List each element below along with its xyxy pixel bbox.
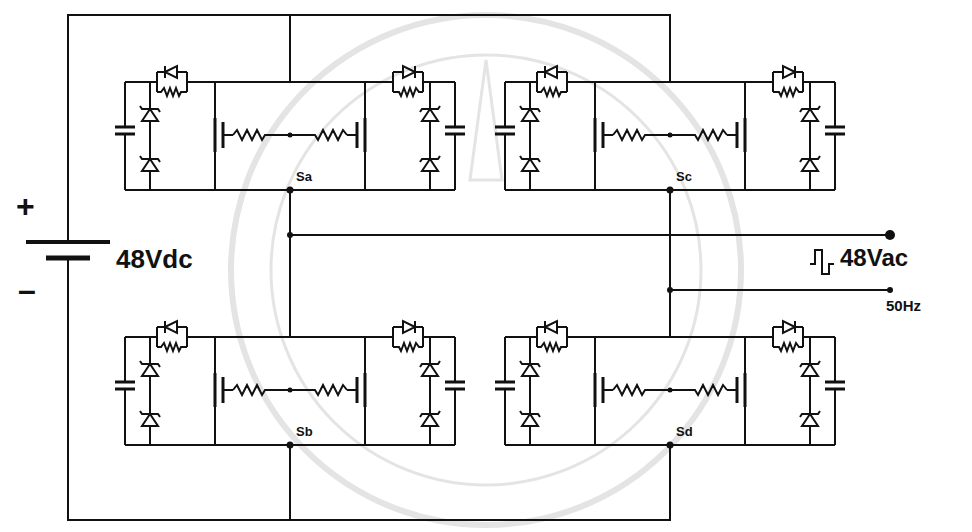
switch-label: Sa: [296, 170, 312, 183]
frequency-label: 50Hz: [886, 298, 921, 313]
voltage-label: 48Vdc: [116, 246, 193, 272]
polarity-sign: +: [16, 190, 35, 222]
switch-label: Sd: [676, 425, 693, 438]
switch-module: [115, 321, 465, 449]
battery-symbol: [26, 242, 110, 258]
switch-label: Sb: [296, 425, 313, 438]
switch-label: Sc: [676, 170, 692, 183]
output-terminal: [885, 230, 895, 240]
seal-watermark: [231, 15, 741, 525]
output-voltage-label: 48Vac: [840, 246, 908, 270]
polarity-sign: –: [18, 274, 36, 306]
wiring: [68, 15, 890, 520]
switch-module: [495, 66, 845, 194]
switch-module: [115, 66, 465, 194]
output-terminal: [887, 287, 893, 293]
switch-module: [495, 321, 845, 449]
